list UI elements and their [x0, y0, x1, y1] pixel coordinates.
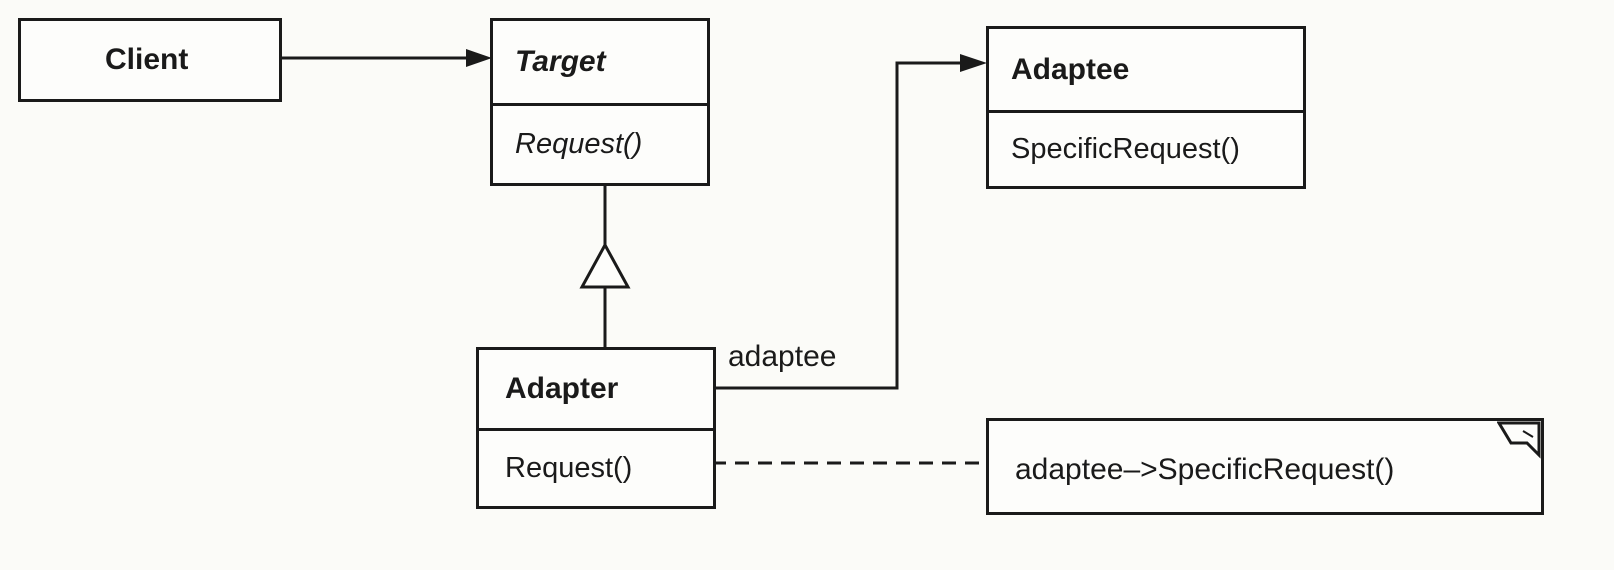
note-text: adaptee–>SpecificRequest(): [1015, 453, 1395, 486]
adapter-class-header: Adapter: [479, 350, 713, 428]
client-class-box: Client: [18, 18, 282, 102]
adapter-class-name: Adapter: [505, 372, 619, 405]
adapter-operations-section: Request(): [479, 428, 713, 506]
adaptee-class-name: Adaptee: [1011, 52, 1130, 86]
generalization-triangle: [579, 241, 631, 289]
association-role-label: adaptee: [728, 340, 837, 373]
target-class-name: Target: [515, 45, 606, 78]
adaptee-operations-section: SpecificRequest(): [989, 110, 1303, 186]
adapter-adaptee-arrowhead: [960, 54, 987, 72]
implementation-note: adaptee–>SpecificRequest(): [986, 418, 1544, 515]
adapter-adaptee-association-line: [714, 61, 964, 390]
client-class-header: Client: [21, 21, 279, 99]
adaptee-specificrequest-operation: SpecificRequest(): [1011, 133, 1240, 165]
note-folded-corner-icon: [1497, 421, 1541, 459]
adapter-request-operation: Request(): [505, 452, 633, 484]
target-class-box: Target Request(): [490, 18, 710, 186]
target-operations-section: Request(): [493, 103, 707, 183]
target-class-header: Target: [493, 21, 707, 103]
client-target-arrowhead: [466, 49, 492, 67]
adaptee-class-box: Adaptee SpecificRequest(): [986, 26, 1306, 189]
client-class-name: Client: [105, 43, 189, 76]
adapter-class-box: Adapter Request(): [476, 347, 716, 509]
target-request-operation: Request(): [515, 128, 643, 160]
adaptee-class-header: Adaptee: [989, 29, 1303, 110]
